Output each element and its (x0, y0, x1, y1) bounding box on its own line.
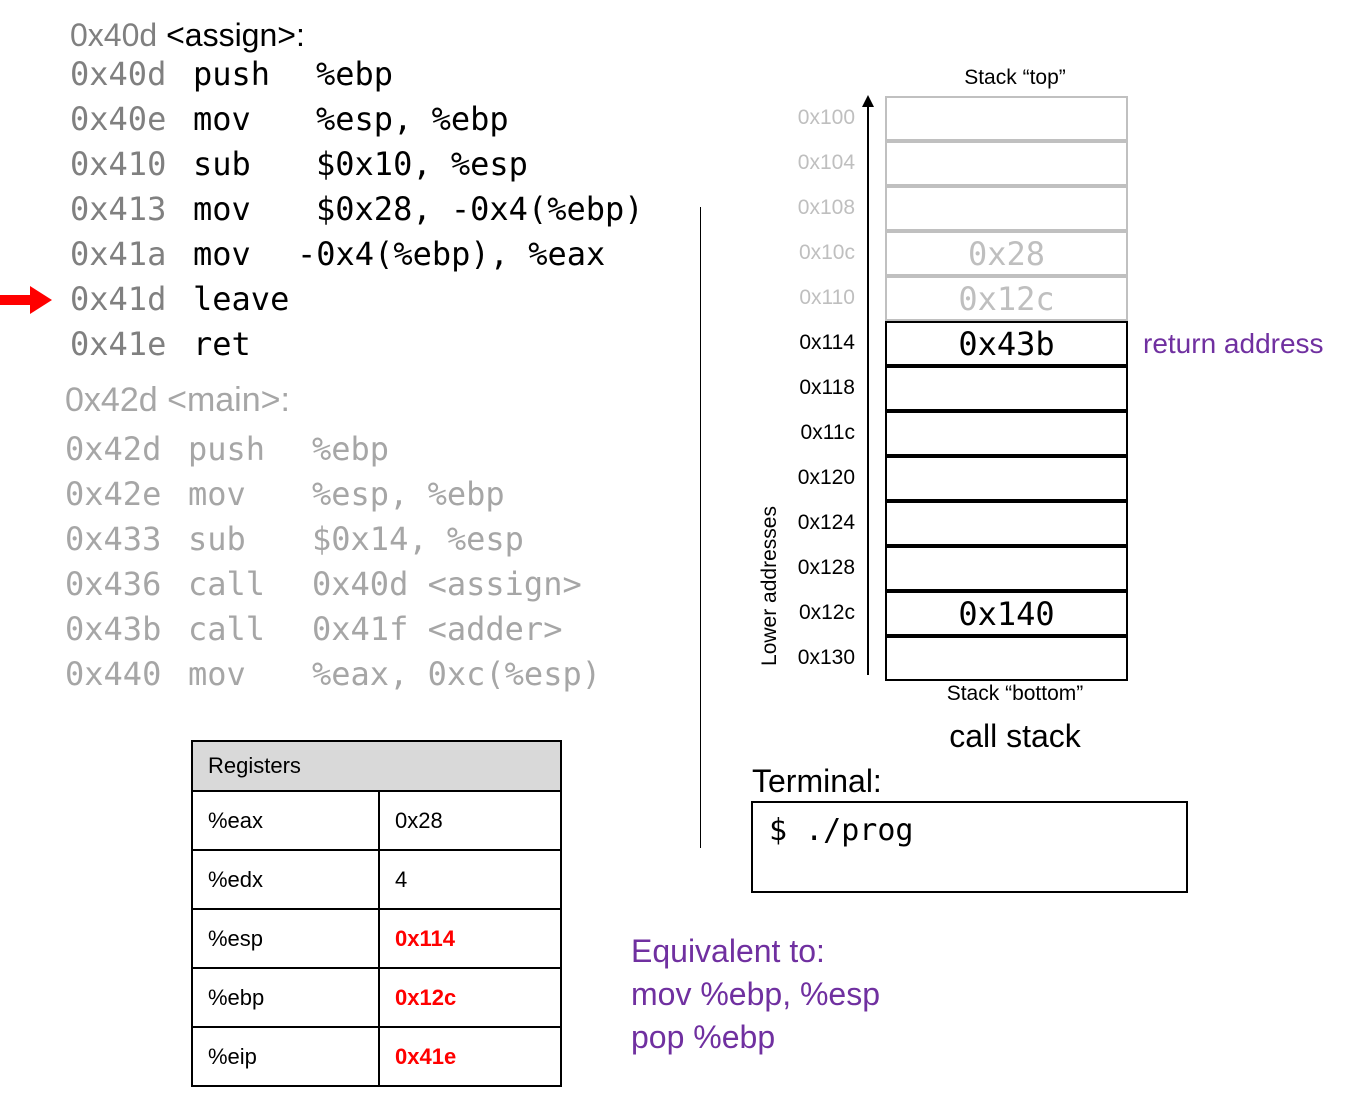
register-value: 0x28 (378, 790, 562, 851)
stack-address: 0x128 (797, 556, 855, 579)
instruction-operands: 0x41f <adder> (312, 610, 563, 648)
note-line: Equivalent to: (631, 933, 825, 969)
register-value: 4 (378, 849, 562, 910)
instruction-address: 0x41d (70, 280, 167, 318)
call-stack-title: call stack (949, 718, 1081, 754)
register-value: 0x114 (378, 908, 562, 969)
instruction-mnemonic: mov (193, 190, 251, 228)
stack-address: 0x124 (797, 511, 855, 534)
stack-address: 0x110 (799, 286, 855, 309)
stack-slot (885, 96, 1128, 141)
instruction-mnemonic: sub (193, 145, 251, 183)
instruction-address: 0x410 (70, 145, 167, 183)
instruction-operands: %esp, %ebp (316, 100, 509, 138)
note-line: mov %ebp, %esp (631, 976, 881, 1012)
stack-slot: 0x140 (885, 591, 1128, 636)
instruction-operands: $0x28, -0x4(%ebp) (316, 190, 644, 228)
instruction-operands: %ebp (312, 430, 390, 468)
instruction-address: 0x433 (65, 520, 162, 558)
terminal-box[interactable]: $ ./prog (751, 801, 1188, 893)
stack-slot (885, 186, 1128, 231)
stack-slot: 0x12c (885, 276, 1128, 321)
stack-address: 0x11c (800, 421, 855, 444)
stack-slot (885, 366, 1128, 411)
instruction-mnemonic: mov (188, 655, 246, 693)
instruction-address: 0x436 (65, 565, 162, 603)
main-header: 0x42d <main>: (65, 381, 290, 419)
register-name: %esp (191, 908, 380, 969)
instruction-address: 0x42d (65, 430, 162, 468)
stack-address: 0x10c (798, 241, 855, 264)
instruction-mnemonic: sub (188, 520, 246, 558)
instruction-mnemonic: ret (193, 325, 251, 363)
instruction-mnemonic: call (188, 565, 266, 603)
stack-slot (885, 141, 1128, 186)
instruction-address: 0x41e (70, 325, 167, 363)
stack-address: 0x130 (797, 646, 855, 669)
stack-slot (885, 501, 1128, 546)
instruction-operands: $0x10, %esp (316, 145, 528, 183)
instruction-address: 0x41a (70, 235, 167, 273)
stack-slot: 0x28 (885, 231, 1128, 276)
instruction-operands: %ebp (316, 55, 394, 93)
instruction-address: 0x43b (65, 610, 162, 648)
stack-bottom-label: Stack “bottom” (946, 682, 1084, 705)
register-value: 0x41e (378, 1026, 562, 1087)
register-name: %eax (191, 790, 380, 851)
instruction-operands: 0x40d <assign> (312, 565, 582, 603)
lower-addresses-label: Lower addresses (758, 506, 781, 666)
stack-address: 0x12c (798, 601, 855, 624)
instruction-operands: $0x14, %esp (312, 520, 524, 558)
registers-title: Registers (191, 740, 562, 792)
stack-top-label: Stack “top” (964, 66, 1066, 89)
assign-header: 0x40d <assign>: (70, 17, 305, 53)
instruction-mnemonic: call (188, 610, 266, 648)
stack-slot (885, 636, 1128, 681)
terminal-content: $ ./prog (769, 813, 914, 848)
instruction-mnemonic: mov (193, 100, 251, 138)
instruction-mnemonic: leave (193, 280, 290, 318)
stack-slot (885, 546, 1128, 591)
instruction-operands: %esp, %ebp (312, 475, 505, 513)
register-value: 0x12c (378, 967, 562, 1028)
register-name: %ebp (191, 967, 380, 1028)
instruction-mnemonic: mov (188, 475, 246, 513)
stack-address: 0x118 (799, 376, 855, 399)
stack-slot (885, 456, 1128, 501)
stack-address: 0x120 (797, 466, 855, 489)
instruction-address: 0x40d (70, 55, 167, 93)
stack-address: 0x108 (797, 196, 855, 219)
divider (700, 207, 701, 848)
address-arrow-icon (860, 95, 876, 682)
instruction-mnemonic: mov (193, 235, 251, 273)
instruction-operands: %eax, 0xc(%esp) (312, 655, 601, 693)
stack-address: 0x100 (797, 106, 855, 129)
register-name: %edx (191, 849, 380, 910)
instruction-address: 0x413 (70, 190, 167, 228)
instruction-mnemonic: push (193, 55, 271, 93)
note-line: pop %ebp (631, 1019, 776, 1055)
stack-slot: 0x43b (885, 321, 1128, 366)
instruction-address: 0x42e (65, 475, 162, 513)
instruction-address: 0x40e (70, 100, 167, 138)
equivalent-note: Equivalent to: mov %ebp, %esp pop %ebp (631, 930, 880, 1059)
instruction-operands: -0x4(%ebp), %eax (297, 235, 606, 273)
register-name: %eip (191, 1026, 380, 1087)
return-address-annotation: return address (1143, 328, 1324, 359)
stack-address: 0x104 (797, 151, 855, 174)
terminal-label: Terminal: (752, 763, 882, 799)
stack-address: 0x114 (799, 331, 855, 354)
instruction-address: 0x440 (65, 655, 162, 693)
current-instruction-arrow-icon (0, 286, 52, 319)
instruction-mnemonic: push (188, 430, 266, 468)
stack-slot (885, 411, 1128, 456)
